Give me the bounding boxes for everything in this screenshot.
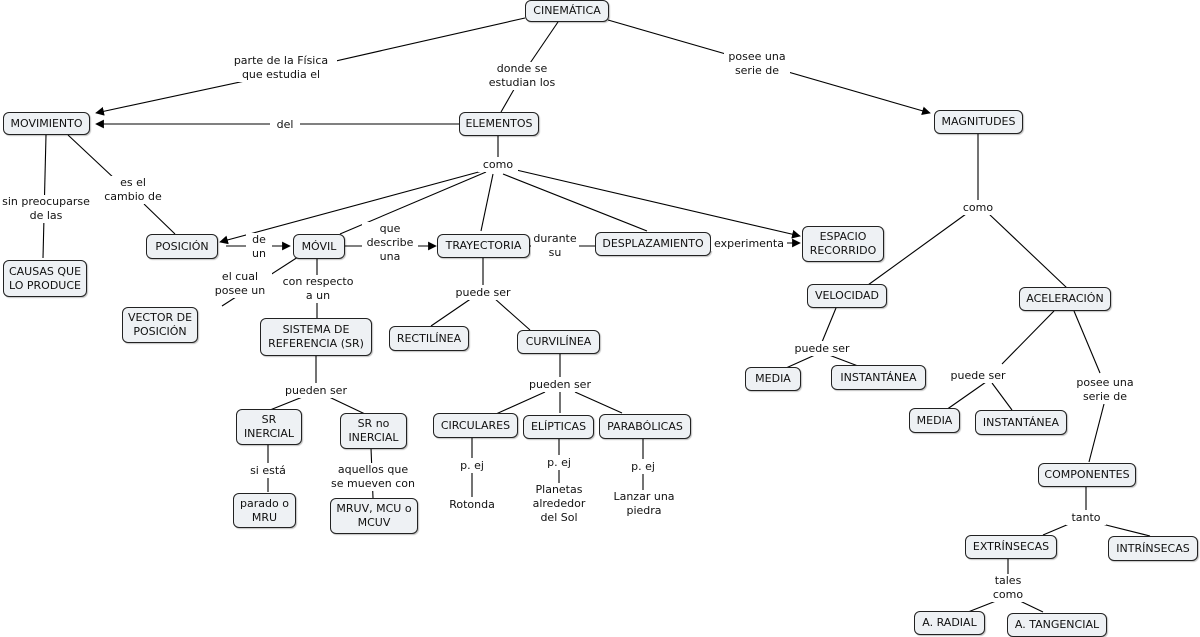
- concept-trayectoria[interactable]: TRAYECTORIA: [437, 234, 530, 258]
- concept-desplazamiento[interactable]: DESPLAZAMIENTO: [595, 232, 711, 256]
- link-tales-como: tales como: [986, 574, 1030, 602]
- link-donde-se: donde se estudian los: [484, 62, 560, 90]
- link-pej-parabolicas: p. ej: [623, 459, 663, 474]
- concept-vel-instantanea[interactable]: INSTANTÁNEA: [831, 365, 926, 390]
- concept-elementos[interactable]: ELEMENTOS: [459, 112, 539, 136]
- link-posee-serie: posee una serie de: [724, 50, 790, 78]
- link-de-un: de un: [246, 233, 272, 261]
- concept-componentes[interactable]: COMPONENTES: [1038, 463, 1136, 487]
- link-experimenta: experimenta: [711, 236, 787, 251]
- concept-sr-inercial[interactable]: SR INERCIAL: [236, 409, 302, 445]
- concept-sistema-referencia[interactable]: SISTEMA DE REFERENCIA (SR): [260, 318, 372, 356]
- concept-velocidad[interactable]: VELOCIDAD: [807, 284, 887, 308]
- link-si-esta: si está: [243, 463, 293, 478]
- concept-parado-mru[interactable]: parado o MRU: [233, 493, 296, 528]
- concept-magnitudes[interactable]: MAGNITUDES: [934, 110, 1023, 134]
- concept-mruv[interactable]: MRUV, MCU o MCUV: [330, 498, 418, 534]
- example-rotonda: Rotonda: [440, 497, 504, 512]
- concept-movimiento[interactable]: MOVIMIENTO: [3, 112, 90, 135]
- link-pueden-ser-curvilinea: pueden ser: [525, 377, 595, 392]
- link-aquellos: aquellos que se mueven con: [328, 463, 418, 491]
- link-sin-preocuparse: sin preocuparse de las: [0, 195, 92, 223]
- link-pej-elipticas: p. ej: [539, 455, 579, 470]
- link-con-respecto: con respecto a un: [280, 275, 356, 303]
- link-pej-circulares: p. ej: [452, 458, 492, 473]
- concept-acel-media[interactable]: MEDIA: [909, 408, 960, 433]
- concept-aceleracion[interactable]: ACELERACIÓN: [1019, 287, 1111, 311]
- link-como-magnitudes: como: [958, 200, 998, 215]
- concept-espacio-recorrido[interactable]: ESPACIO RECORRIDO: [802, 226, 884, 262]
- link-pueden-ser-sr: pueden ser: [280, 383, 352, 398]
- link-del: del: [270, 117, 300, 132]
- link-el-cual: el cual posee un: [208, 270, 272, 298]
- link-que-describe: que describe una: [362, 222, 418, 264]
- link-puede-ser-trayectoria: puede ser: [450, 285, 516, 300]
- concept-parabolicas[interactable]: PARABÓLICAS: [599, 414, 691, 439]
- link-puede-ser-velocidad: puede ser: [789, 341, 855, 356]
- example-planetas: Planetas alrededor del Sol: [521, 483, 597, 525]
- concept-sr-no-inercial[interactable]: SR no INERCIAL: [340, 413, 407, 449]
- concept-posicion[interactable]: POSICIÓN: [146, 234, 218, 259]
- link-posee-componentes: posee una serie de: [1072, 376, 1138, 404]
- example-lanzar: Lanzar una piedra: [606, 490, 682, 518]
- link-puede-ser-aceleracion: puede ser: [945, 368, 1011, 383]
- concept-intrinsecas[interactable]: INTRÍNSECAS: [1108, 536, 1198, 561]
- concept-cinematica[interactable]: CINEMÁTICA: [525, 0, 609, 22]
- link-tanto: tanto: [1066, 510, 1106, 525]
- concept-a-tangencial[interactable]: A. TANGENCIAL: [1007, 613, 1107, 637]
- concept-causas[interactable]: CAUSAS QUE LO PRODUCE: [3, 260, 87, 297]
- concept-vel-media[interactable]: MEDIA: [745, 367, 801, 391]
- link-como-elementos: como: [478, 157, 518, 172]
- concept-extrinsecas[interactable]: EXTRÍNSECAS: [965, 535, 1057, 559]
- concept-rectilinea[interactable]: RECTILÍNEA: [389, 326, 469, 351]
- concept-circulares[interactable]: CIRCULARES: [433, 413, 518, 438]
- concept-movil[interactable]: MÓVIL: [293, 234, 345, 259]
- concept-vector-posicion[interactable]: VECTOR DE POSICIÓN: [122, 307, 198, 343]
- link-parte-fisica: parte de la Física que estudia el: [225, 54, 337, 82]
- link-es-cambio: es el cambio de: [101, 176, 165, 204]
- concept-a-radial[interactable]: A. RADIAL: [914, 611, 985, 635]
- concept-elipticas[interactable]: ELÍPTICAS: [523, 415, 594, 439]
- concept-acel-instantanea[interactable]: INSTANTÁNEA: [975, 410, 1067, 435]
- concept-curvilinea[interactable]: CURVILÍNEA: [517, 330, 600, 354]
- link-durante-su: durante su: [531, 232, 579, 260]
